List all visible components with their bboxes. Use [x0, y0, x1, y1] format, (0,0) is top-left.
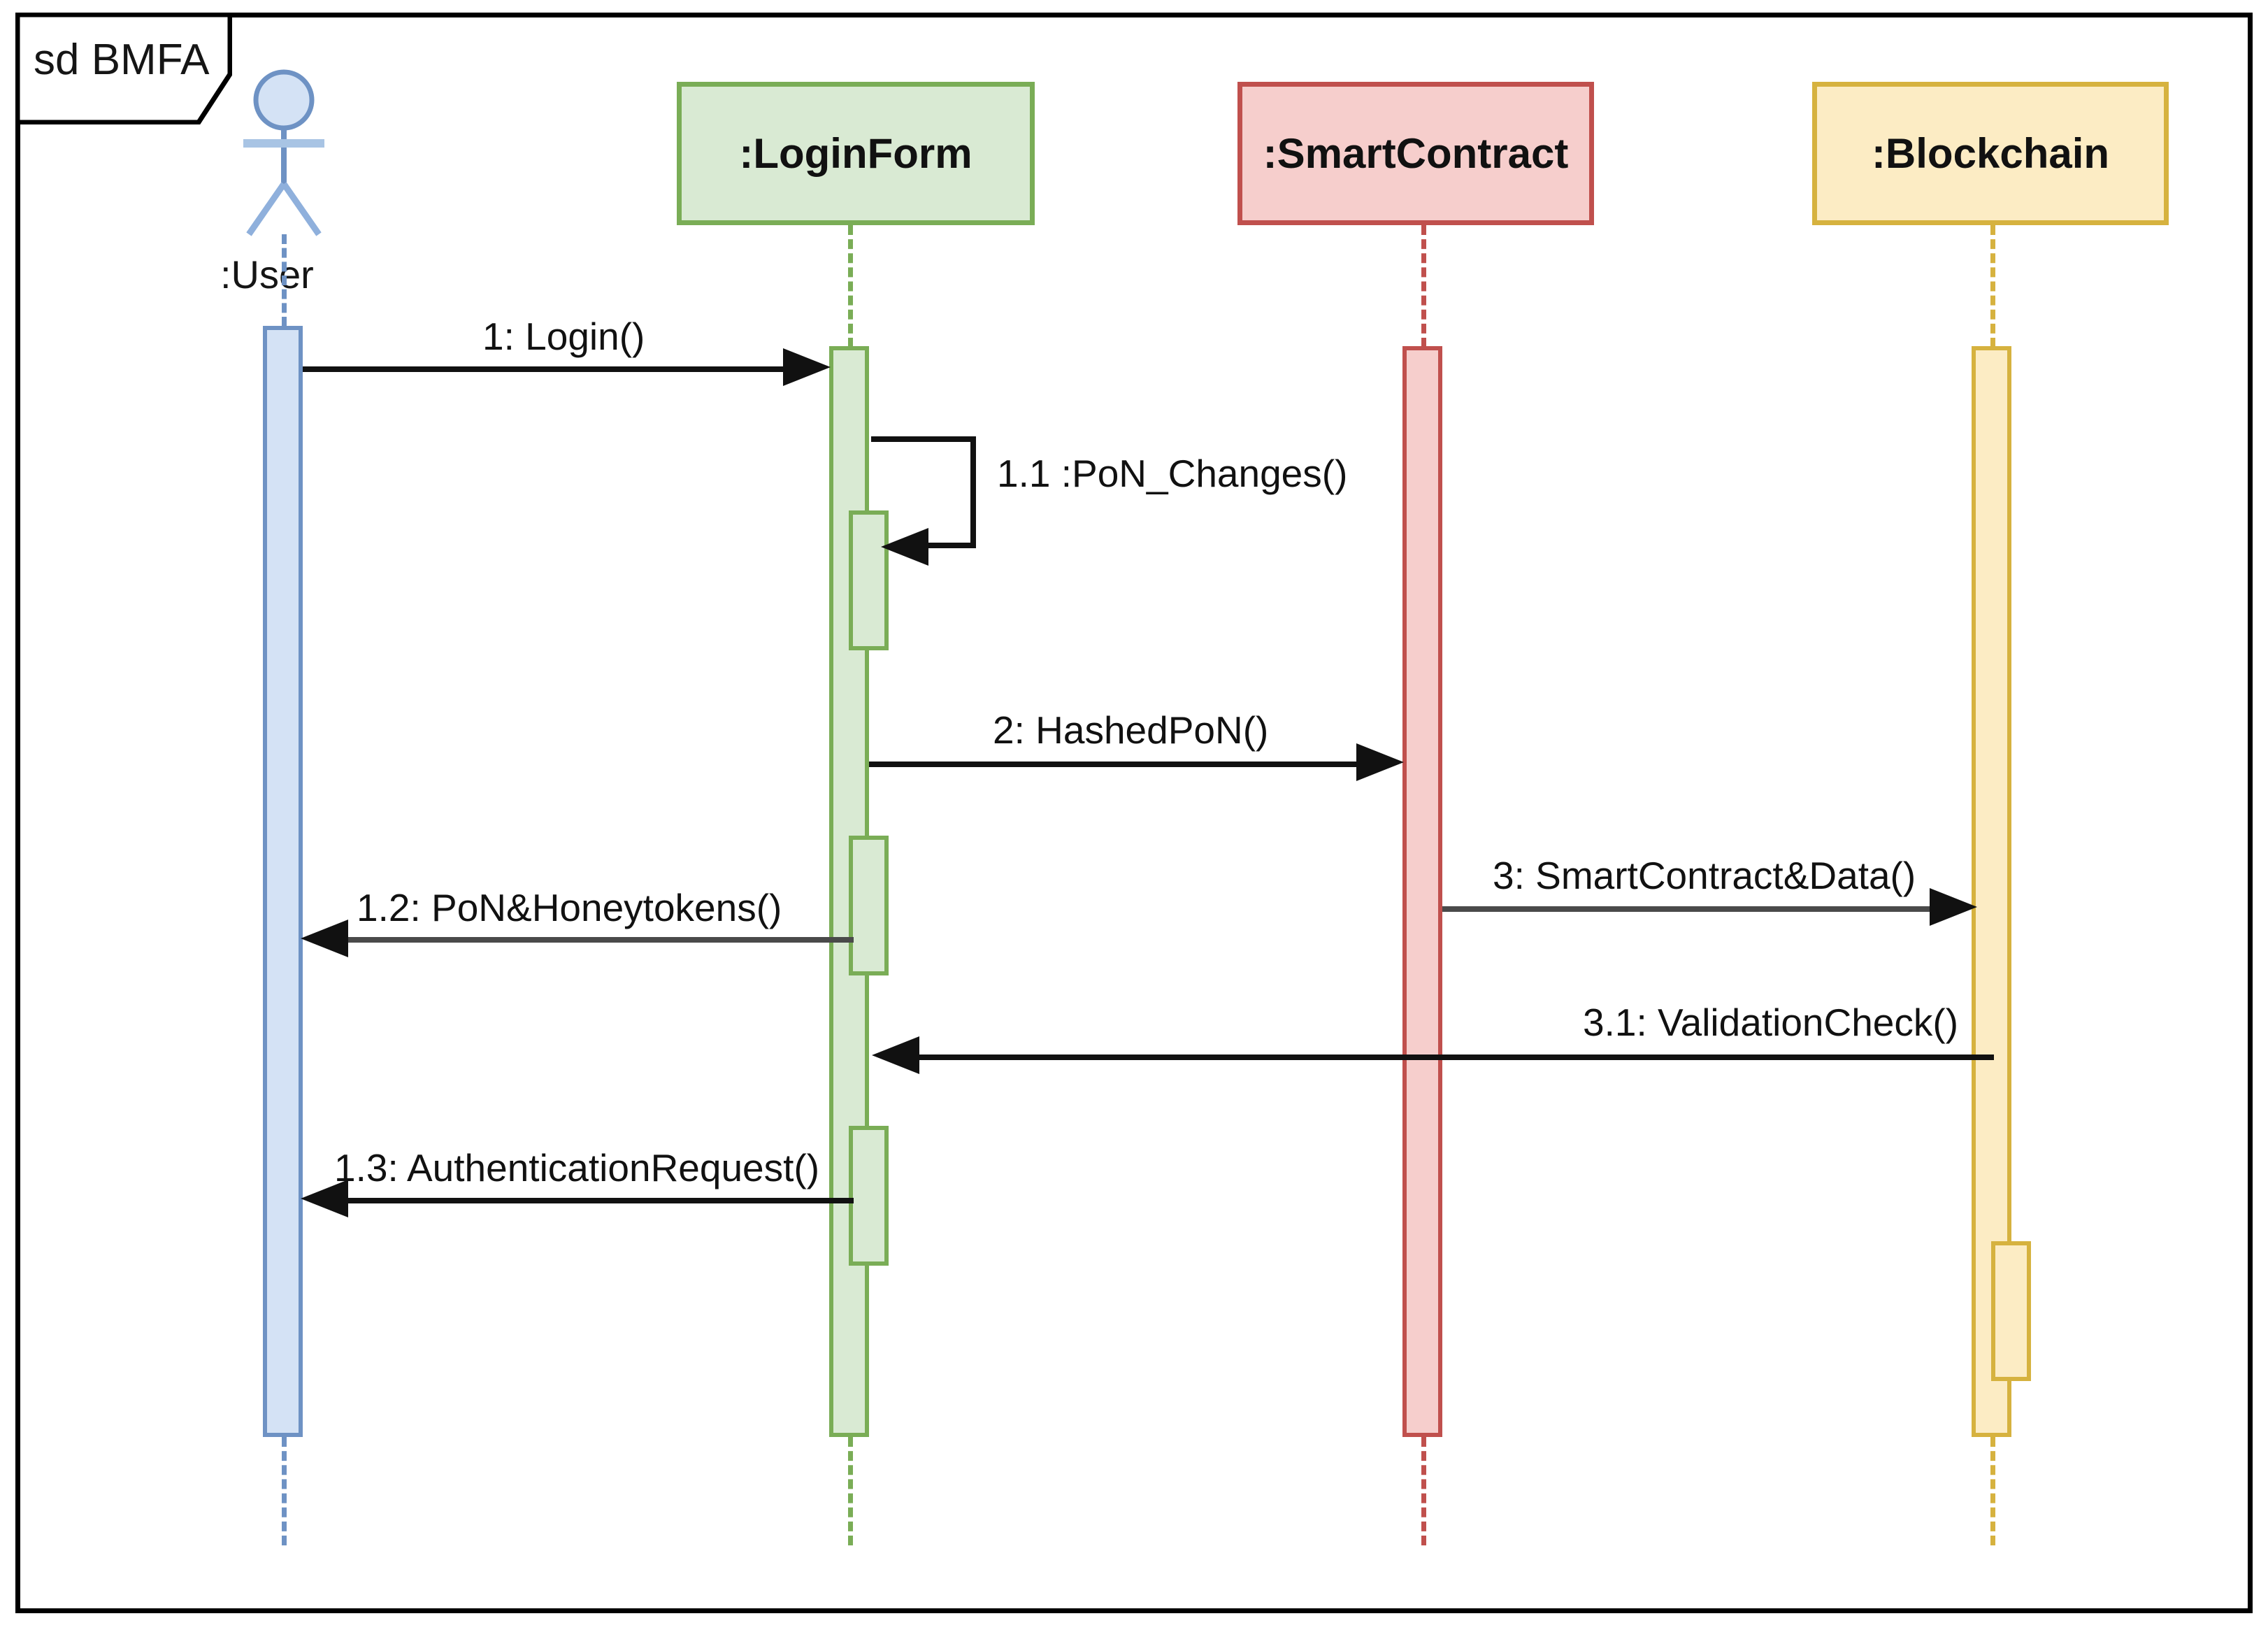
- message-2-line: [869, 762, 1384, 767]
- frame-label-text: sd BMFA: [34, 36, 210, 84]
- participant-box-smartcontract[interactable]: :SmartContract: [1237, 82, 1594, 225]
- actor-user-figure: [210, 66, 364, 252]
- frame-label-tab: [15, 13, 232, 124]
- frame-tab-shape: [15, 13, 232, 124]
- message-3-1-label: 3.1: ValidationCheck(): [1583, 1001, 1959, 1044]
- message-2-label: 2: HashedPoN(): [993, 708, 1269, 752]
- message-3-1-line: [889, 1055, 1994, 1060]
- message-1-2-arrowhead: [301, 920, 348, 957]
- activation-loginform-nested-3: [849, 1126, 889, 1266]
- message-1-1-label: 1.1 :PoN_Changes(): [997, 452, 1348, 495]
- message-3-line: [1442, 906, 1958, 912]
- lifeline-user-bottom: [282, 1437, 287, 1545]
- participant-label-blockchain: :Blockchain: [1871, 130, 2110, 177]
- message-1-3-arrowhead: [301, 1180, 348, 1217]
- message-3-arrowhead: [1930, 888, 1977, 926]
- message-3-label: 3: SmartContract&Data(): [1493, 854, 1916, 897]
- message-1-arrowhead: [783, 348, 831, 386]
- message-1-2-line: [318, 937, 854, 943]
- lifeline-blockchain-top: [1990, 225, 1995, 348]
- participant-box-blockchain[interactable]: :Blockchain: [1812, 82, 2169, 225]
- message-1-1-self-path: [871, 436, 976, 548]
- lifeline-user-top: [282, 234, 287, 327]
- activation-smartcontract: [1402, 346, 1442, 1437]
- message-1-2-label: 1.2: PoN&Honeytokens(): [357, 886, 782, 929]
- participant-box-loginform[interactable]: :LoginForm: [677, 82, 1035, 225]
- message-1-3-label: 1.3: AuthenticationRequest(): [334, 1146, 820, 1189]
- message-1-3-line: [318, 1198, 854, 1203]
- lifeline-smartcontract-top: [1421, 225, 1426, 348]
- activation-blockchain-nested: [1991, 1241, 2031, 1381]
- stick-figure-icon: [243, 69, 324, 236]
- lifeline-loginform-top: [848, 225, 853, 348]
- participant-label-smartcontract: :SmartContract: [1263, 130, 1569, 177]
- lifeline-blockchain-bottom: [1990, 1437, 1995, 1545]
- message-1-1-arrowhead: [881, 528, 928, 566]
- diagram-frame: [15, 13, 2253, 1613]
- message-2-arrowhead: [1356, 743, 1404, 781]
- lifeline-smartcontract-bottom: [1421, 1437, 1426, 1545]
- message-1-line: [303, 366, 806, 372]
- message-1-label: 1: Login(): [482, 315, 645, 358]
- actor-user-label: :User: [220, 252, 314, 296]
- activation-user: [263, 326, 303, 1437]
- activation-loginform-nested-2: [849, 836, 889, 975]
- lifeline-loginform-bottom: [848, 1437, 853, 1545]
- participant-label-loginform: :LoginForm: [739, 130, 972, 177]
- message-3-1-arrowhead: [872, 1036, 919, 1074]
- activation-loginform-nested-1: [849, 510, 889, 650]
